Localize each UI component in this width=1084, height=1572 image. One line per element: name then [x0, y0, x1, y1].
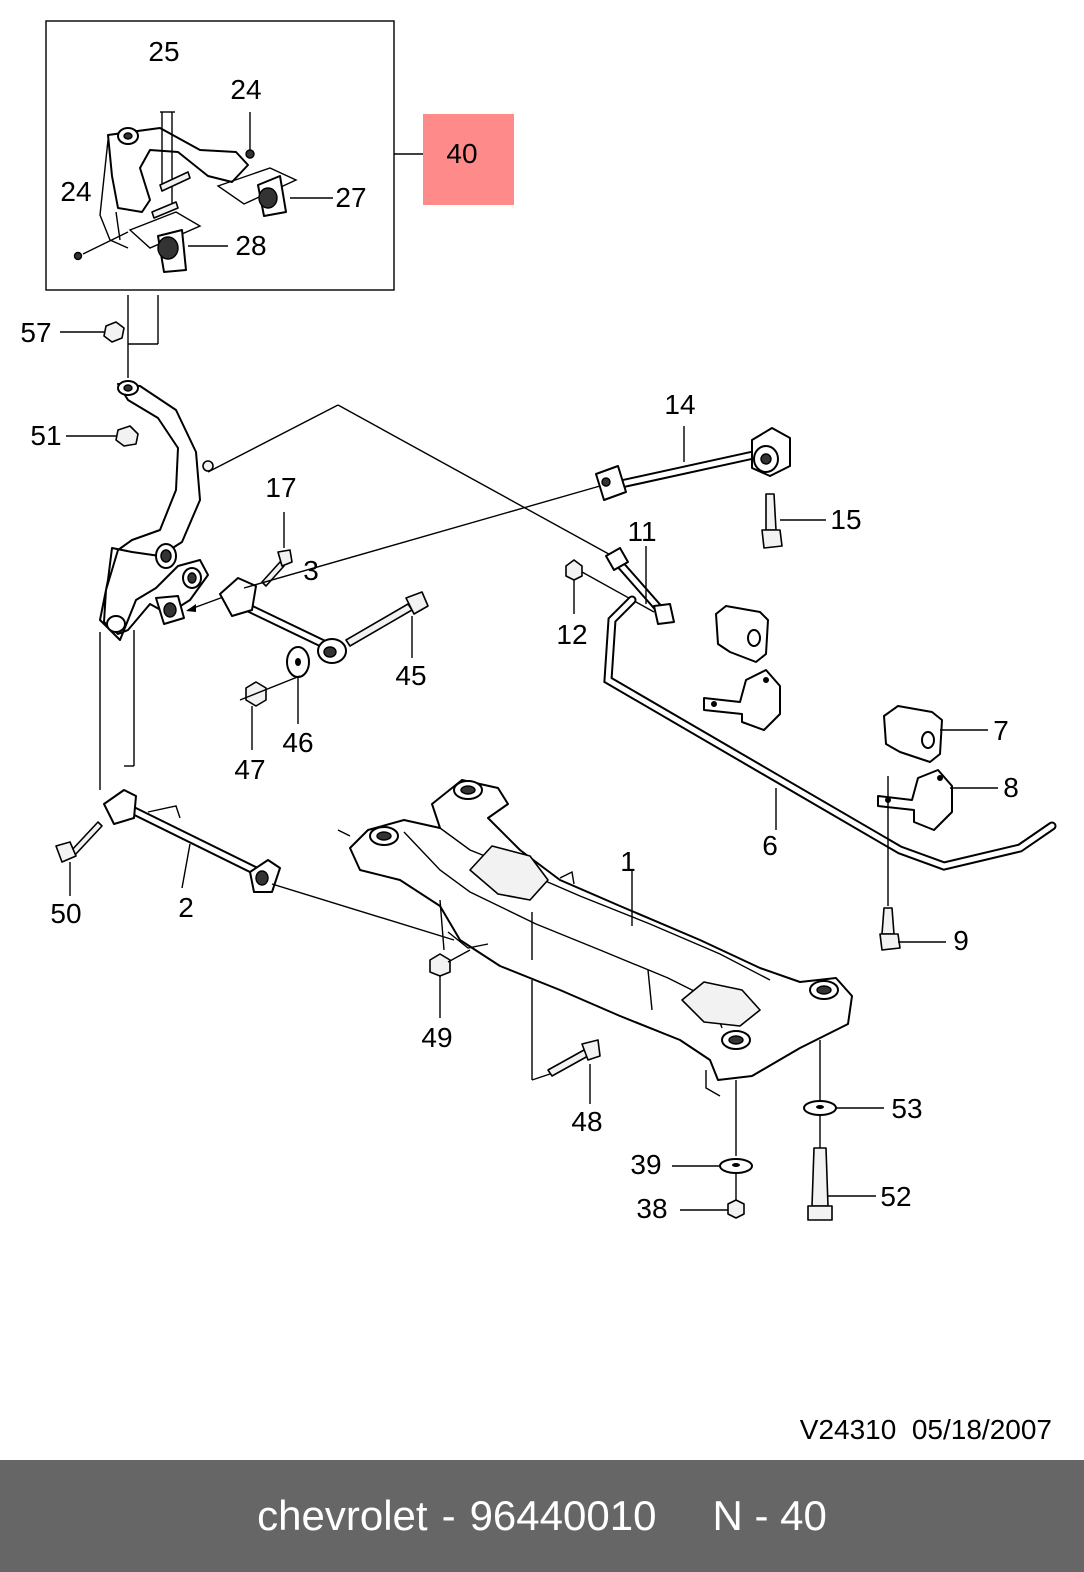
footer-brand: chevrolet — [257, 1492, 428, 1539]
callout-49[interactable]: 49 — [421, 1022, 452, 1053]
callout-7[interactable]: 7 — [993, 715, 1009, 746]
callout-24-left[interactable]: 24 — [60, 176, 91, 207]
stabilizer-bar-6 — [603, 595, 1057, 871]
bolt-52 — [811, 1147, 829, 1207]
callout-39[interactable]: 39 — [630, 1149, 661, 1180]
callout-14[interactable]: 14 — [664, 389, 695, 420]
stabilizer-bracket-upper — [703, 669, 781, 731]
exploded-parts-diagram: 25 24 24 27 28 40 57 51 14 17 15 11 3 12… — [20, 20, 1057, 1445]
callout-9[interactable]: 9 — [953, 925, 969, 956]
callout-24-right[interactable]: 24 — [230, 74, 261, 105]
callout-6[interactable]: 6 — [762, 830, 778, 861]
callout-47[interactable]: 47 — [234, 754, 265, 785]
nut-51 — [115, 425, 139, 447]
inset-bushing-27 — [216, 167, 298, 217]
callout-12[interactable]: 12 — [556, 619, 587, 650]
callout-2[interactable]: 2 — [178, 892, 194, 923]
callout-27[interactable]: 27 — [335, 182, 366, 213]
bolt-15 — [765, 493, 777, 531]
inset-frame — [45, 20, 395, 291]
nut-12 — [565, 559, 583, 581]
callout-57[interactable]: 57 — [20, 317, 51, 348]
nut-57 — [103, 321, 125, 343]
callout-48[interactable]: 48 — [571, 1106, 602, 1137]
callout-52[interactable]: 52 — [880, 1181, 911, 1212]
callout-50[interactable]: 50 — [50, 898, 81, 929]
nut-38 — [727, 1199, 745, 1219]
inset-knuckle-bracket — [99, 127, 249, 249]
inset-bushing-28 — [128, 211, 202, 273]
drawing-reference: V24310 05/18/2007 — [800, 1414, 1052, 1445]
footer-bar: chevrolet - 96440010 N - 40 — [0, 1460, 1084, 1572]
callout-15[interactable]: 15 — [830, 504, 861, 535]
bolt-9 — [881, 907, 895, 935]
callout-11[interactable]: 11 — [627, 516, 656, 547]
callout-25[interactable]: 25 — [148, 36, 179, 67]
callout-17[interactable]: 17 — [265, 472, 296, 503]
callout-51[interactable]: 51 — [30, 420, 61, 451]
callout-46[interactable]: 46 — [282, 727, 313, 758]
callout-8[interactable]: 8 — [1003, 772, 1019, 803]
stabilizer-bushing-7 — [883, 705, 943, 763]
callout-40-highlight[interactable] — [423, 114, 514, 205]
callout-45[interactable]: 45 — [395, 660, 426, 691]
stabilizer-bushing-upper — [715, 605, 769, 663]
rear-knuckle — [99, 380, 214, 641]
crossmember-1 — [337, 779, 853, 1097]
inset-nut-24-right — [245, 149, 255, 159]
bolt-45 — [345, 603, 413, 647]
inset-bolt-25 — [151, 111, 191, 219]
callout-28[interactable]: 28 — [235, 230, 266, 261]
footer-part-number: 96440010 — [469, 1492, 657, 1539]
bolt-50 — [69, 821, 103, 857]
nut-49 — [429, 953, 451, 977]
bolt-48 — [547, 1049, 589, 1077]
inset-nut-24-left — [73, 251, 83, 261]
callout-38[interactable]: 38 — [636, 1193, 667, 1224]
footer-separator: - — [441, 1492, 456, 1539]
stabilizer-bracket-8 — [877, 769, 953, 831]
callout-3[interactable]: 3 — [303, 555, 319, 586]
callout-40[interactable]: 40 — [446, 138, 477, 169]
callout-53[interactable]: 53 — [891, 1093, 922, 1124]
callout-1[interactable]: 1 — [620, 846, 636, 877]
footer-ref-label: N - 40 — [712, 1492, 827, 1539]
